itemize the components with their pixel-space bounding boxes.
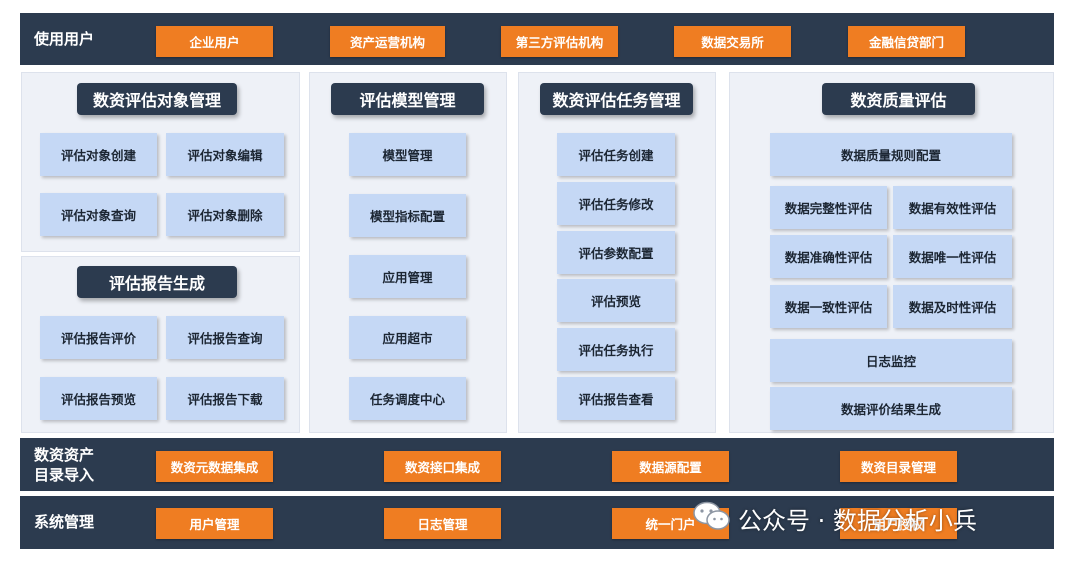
task-create: 评估任务创建 <box>557 133 675 176</box>
model-mgmt-panel <box>309 72 507 433</box>
task-scheduling: 任务调度中心 <box>349 377 466 420</box>
user-band: 使用用户 企业用户 资产运营机构 第三方评估机构 数据交易所 金融信贷部门 <box>20 13 1054 65</box>
user-authorization: 用户授权 <box>840 508 957 539</box>
task-execute: 评估任务执行 <box>557 328 675 371</box>
app-manage: 应用管理 <box>349 255 466 298</box>
quality-rule-config: 数据质量规则配置 <box>770 133 1012 176</box>
catalog-band: 数资资产 目录导入 数资元数据集成 数资接口集成 数据源配置 数资目录管理 <box>20 438 1054 491</box>
interface-integration: 数资接口集成 <box>384 451 501 482</box>
completeness-eval: 数据完整性评估 <box>770 186 887 229</box>
param-config: 评估参数配置 <box>557 231 675 274</box>
catalog-label-line2: 目录导入 <box>34 466 95 484</box>
eval-preview: 评估预览 <box>557 279 675 322</box>
model-indicator-config: 模型指标配置 <box>349 194 466 237</box>
catalog-manage: 数资目录管理 <box>840 451 957 482</box>
user-manage: 用户管理 <box>156 508 273 539</box>
watermark: 公众号 · 数据分析小兵 <box>692 500 977 536</box>
task-mgmt-title: 数资评估任务管理 <box>540 83 693 115</box>
timeliness-eval: 数据及时性评估 <box>893 285 1012 328</box>
object-mgmt-title: 数资评估对象管理 <box>77 83 237 115</box>
user-asset-operator: 资产运营机构 <box>330 26 445 57</box>
result-generation: 数据评价结果生成 <box>770 387 1012 430</box>
report-preview: 评估报告预览 <box>40 377 157 420</box>
system-label: 系统管理 <box>34 513 95 531</box>
object-create: 评估对象创建 <box>40 133 157 176</box>
report-query: 评估报告查询 <box>166 316 284 359</box>
user-exchange: 数据交易所 <box>674 26 791 57</box>
catalog-label-line1: 数资资产 <box>34 446 95 464</box>
report-download: 评估报告下载 <box>166 377 284 420</box>
user-third-party: 第三方评估机构 <box>501 26 618 57</box>
wechat-icon <box>692 500 732 536</box>
user-enterprise: 企业用户 <box>156 26 273 57</box>
watermark-text: 公众号 · 数据分析小兵 <box>738 506 977 535</box>
object-query: 评估对象查询 <box>40 193 157 236</box>
object-delete: 评估对象删除 <box>166 193 284 236</box>
uniqueness-eval: 数据唯一性评估 <box>893 235 1012 278</box>
report-evaluate: 评估报告评价 <box>40 316 157 359</box>
report-gen-title: 评估报告生成 <box>77 266 237 298</box>
task-modify: 评估任务修改 <box>557 182 675 225</box>
validity-eval: 数据有效性评估 <box>893 186 1012 229</box>
log-manage: 日志管理 <box>384 508 501 539</box>
model-mgmt-title: 评估模型管理 <box>331 83 484 115</box>
app-market: 应用超市 <box>349 316 466 359</box>
accuracy-eval: 数据准确性评估 <box>770 235 887 278</box>
metadata-integration: 数资元数据集成 <box>156 451 273 482</box>
model-manage: 模型管理 <box>349 133 466 176</box>
user-finance: 金融信贷部门 <box>848 26 965 57</box>
consistency-eval: 数据一致性评估 <box>770 285 887 328</box>
report-view: 评估报告查看 <box>557 377 675 420</box>
users-label: 使用用户 <box>34 30 95 48</box>
datasource-config: 数据源配置 <box>612 451 729 482</box>
object-edit: 评估对象编辑 <box>166 133 284 176</box>
quality-title: 数资质量评估 <box>822 83 975 115</box>
log-monitor: 日志监控 <box>770 339 1012 382</box>
